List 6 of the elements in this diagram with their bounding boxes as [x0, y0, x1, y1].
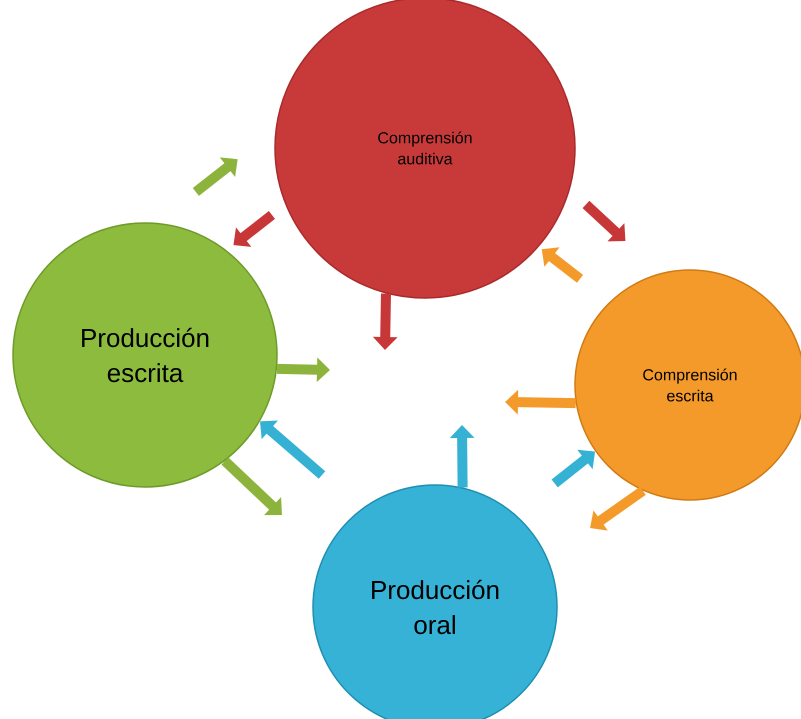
circle-node: Comprensión escrita: [574, 269, 801, 501]
circle-node: Producción oral: [312, 484, 558, 719]
arrow: [590, 486, 646, 531]
circle-node: Producción escrita: [12, 222, 278, 488]
arrow: [221, 457, 282, 516]
arrow: [582, 200, 626, 242]
